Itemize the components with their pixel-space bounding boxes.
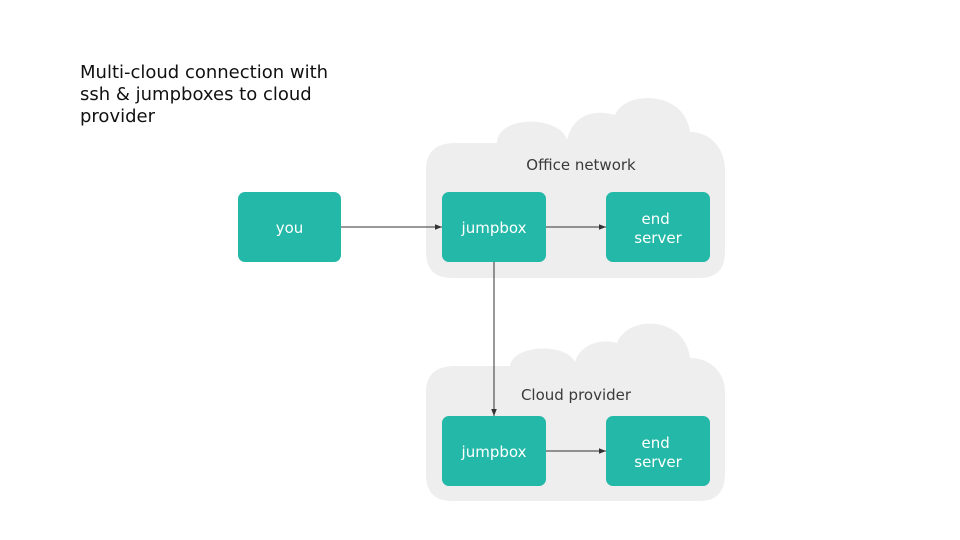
- office-network-label: Office network: [526, 156, 636, 174]
- node-cloud-end-server-box: [606, 416, 710, 486]
- node-you-box: [238, 192, 341, 262]
- node-cloud-jumpbox[interactable]: jumpbox: [442, 416, 546, 486]
- node-you[interactable]: you: [238, 192, 341, 262]
- node-office-jumpbox-label: jumpbox: [461, 219, 527, 237]
- diagram-title: Multi-cloud connection with ssh & jumpbo…: [80, 62, 334, 127]
- node-cloud-jumpbox-box: [442, 416, 546, 486]
- node-office-end-server-label: end server: [634, 210, 682, 247]
- node-office-jumpbox-box: [442, 192, 546, 262]
- node-office-end-server-box: [606, 192, 710, 262]
- node-cloud-end-server-label: end server: [634, 434, 682, 471]
- node-office-end-server[interactable]: end server: [606, 192, 710, 262]
- connections: [341, 224, 606, 454]
- node-office-jumpbox[interactable]: jumpbox: [442, 192, 546, 262]
- cloud-provider-label: Cloud provider: [521, 386, 632, 404]
- node-you-label: you: [276, 219, 304, 237]
- node-cloud-jumpbox-label: jumpbox: [461, 443, 527, 461]
- node-cloud-end-server[interactable]: end server: [606, 416, 710, 486]
